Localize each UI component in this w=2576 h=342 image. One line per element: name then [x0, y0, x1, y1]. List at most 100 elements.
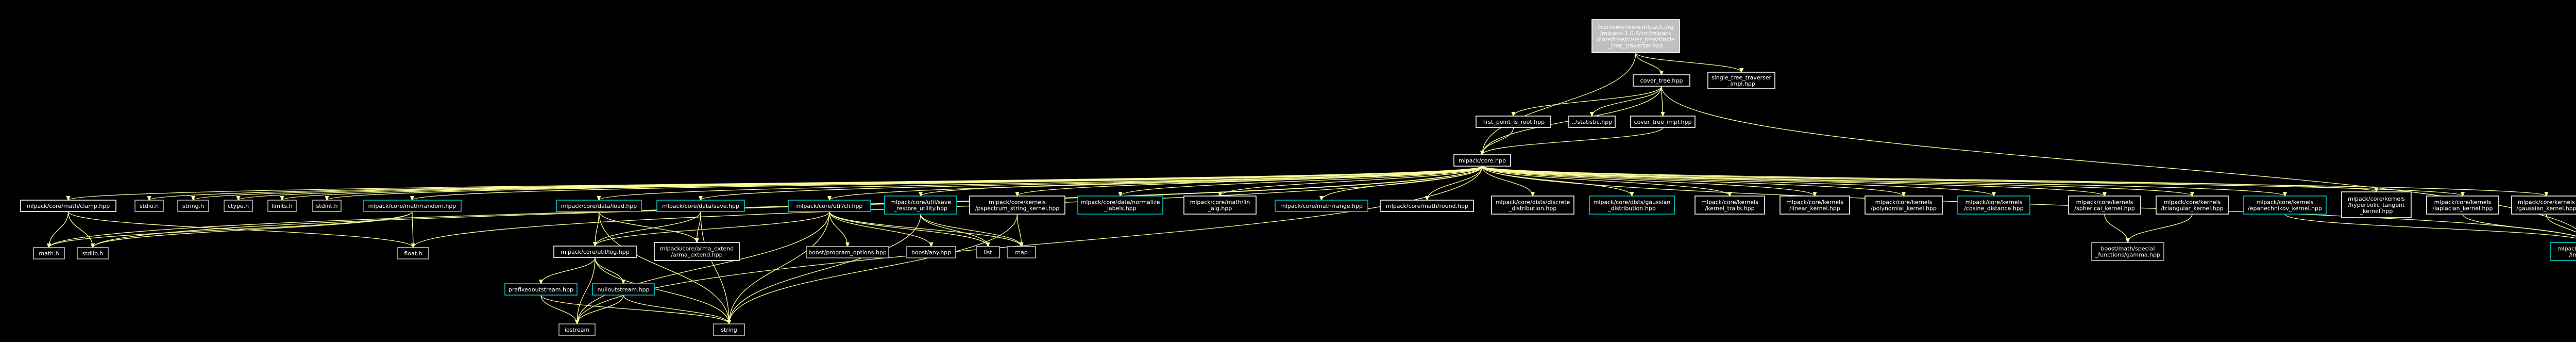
node-data-load[interactable]: mlpack/core/data/load.hpp: [556, 200, 642, 212]
node-label: _distribution.hpp: [1509, 205, 1557, 212]
node-prefixedoutstream[interactable]: prefixedoutstream.hpp: [504, 283, 578, 296]
edge-spherical_kernel-to-gamma: [2104, 214, 2128, 242]
edge-math_clamp-to-math_h: [49, 211, 69, 248]
node-cover-tree[interactable]: cover_tree.hpp: [1633, 74, 1690, 87]
node-first-point[interactable]: first_point_is_root.hpp: [1476, 116, 1551, 128]
node-save-restore[interactable]: mlpack/core/util/save_restore_utility.hp…: [884, 196, 957, 215]
edge-util_log-to-iostream: [577, 257, 596, 324]
node-label: _impl.hpp: [1727, 80, 1755, 87]
node-math-round[interactable]: mlpack/core/math/round.hpp: [1380, 200, 1474, 212]
node-cover-tree-impl[interactable]: cover_tree_impl.hpp: [1630, 116, 1696, 128]
edge-core-to-lin_alg: [1220, 166, 1483, 196]
node-box: [33, 247, 65, 259]
node-program-options[interactable]: boost/program_options.hpp: [806, 246, 889, 258]
node-statistic[interactable]: ../statistic.hpp: [1568, 116, 1616, 128]
edge-core-to-data_load: [599, 166, 1483, 200]
node-map[interactable]: map: [1007, 246, 1036, 258]
node-label: /arma_extend.hpp: [671, 252, 722, 258]
node-box: [556, 200, 642, 212]
edge-cover_tree-to-first_point: [1514, 86, 1662, 116]
node-box: [1957, 196, 2030, 215]
node-math-clamp[interactable]: mlpack/core/math/clamp.hpp: [20, 200, 116, 212]
edge-util_cli-to-map: [829, 211, 1022, 247]
node-kernel-traits[interactable]: mlpack/core/kernels/kernel_traits.hpp: [1694, 196, 1765, 215]
edge-root-to-single_tree_impl: [1635, 52, 1741, 72]
node-limits[interactable]: limits.h: [267, 200, 297, 212]
node-label: ../statistic.hpp: [1572, 119, 1612, 125]
node-spherical-kernel[interactable]: mlpack/core/kernels/spherical_kernel.hpp: [2068, 196, 2141, 215]
node-gaussian-dist[interactable]: mlpack/core/dists/gaussian_distribution.…: [1589, 196, 1675, 215]
node-cosine-distance[interactable]: mlpack/core/kernels/cosine_distance.hpp: [1957, 196, 2030, 215]
edge-core-to-normalize_labels: [1121, 166, 1483, 196]
node-math-random[interactable]: mlpack/core/math/random.hpp: [363, 200, 462, 212]
node-stdlib[interactable]: stdlib.h: [77, 247, 109, 259]
node-box: [1707, 72, 1775, 89]
edges-layer: [49, 52, 2576, 324]
node-laplacian[interactable]: mlpack/core/kernels/laplacian_kernel.hpp: [2426, 196, 2499, 215]
node-util-cli[interactable]: mlpack/core/util/cli.hpp: [788, 200, 871, 212]
edge-core-to-save_restore: [921, 166, 1483, 196]
node-label: mlpack/core/dists/gaussian: [1594, 199, 1671, 206]
node-string[interactable]: string: [713, 323, 745, 336]
node-lmetric[interactable]: mlpack/core/metrics/lmetric.hpp: [2550, 242, 2576, 261]
node-lin-alg[interactable]: mlpack/core/math/lin_alg.hpp: [1183, 196, 1257, 215]
node-boost-any[interactable]: boost/any.hpp: [906, 246, 956, 258]
node-triangular-kernel[interactable]: mlpack/core/kernels/triangular_kernel.hp…: [2156, 196, 2229, 215]
node-hyperbolic[interactable]: mlpack/core/kernels/hyperbolic_tangent_k…: [2341, 191, 2412, 218]
node-box: [1694, 196, 1765, 215]
node-label: /lmetric.hpp: [2569, 252, 2576, 258]
node-label: single_tree_traverser: [1711, 74, 1772, 81]
node-label: iostream: [565, 327, 589, 333]
node-box: [1183, 196, 1257, 215]
node-label: nulloutstream.hpp: [597, 286, 649, 293]
node-label: mlpack/core/kernels: [2164, 199, 2221, 206]
node-arma-extend[interactable]: mlpack/core/arma_extend/arma_extend.hpp: [654, 242, 740, 261]
node-label: mlpack/core/math/lin: [1190, 199, 1250, 206]
node-list[interactable]: list: [976, 246, 1000, 258]
node-ctype[interactable]: ctype.h: [224, 200, 253, 212]
node-discrete-dist[interactable]: mlpack/core/dists/discrete_distribution.…: [1491, 196, 1574, 215]
node-pspectrum[interactable]: mlpack/core/kernels/pspectrum_string_ker…: [969, 196, 1065, 215]
node-math-h[interactable]: math.h: [33, 247, 65, 259]
node-gaussian-kernel[interactable]: mlpack/core/kernels/gaussian_kernel.hpp: [2511, 196, 2576, 215]
edge-math_random-to-math_h: [49, 211, 413, 248]
node-box: [1077, 196, 1163, 215]
node-math-range[interactable]: mlpack/core/math/range.hpp: [1275, 200, 1368, 212]
node-label: /polynomial_kernel.hpp: [1871, 205, 1937, 212]
node-string-h[interactable]: string.h: [177, 200, 209, 212]
edge-save_restore-to-map: [920, 214, 1022, 247]
node-stdio[interactable]: stdio.h: [134, 200, 164, 212]
node-box: [969, 196, 1065, 215]
node-polynomial-kernel[interactable]: mlpack/core/kernels/polynomial_kernel.hp…: [1865, 196, 1943, 215]
node-label: /gaussian_kernel.hpp: [2516, 205, 2576, 212]
node-label: boost/any.hpp: [911, 249, 951, 256]
node-label: float.h: [404, 250, 422, 257]
edge-cover_tree-to-statistic: [1592, 86, 1662, 116]
edge-nulloutstream-to-string: [623, 295, 729, 324]
node-float-h[interactable]: float.h: [397, 247, 429, 259]
node-stdint[interactable]: stdint.h: [312, 200, 342, 212]
node-util-log[interactable]: mlpack/core/util/log.hpp: [553, 246, 637, 258]
node-nulloutstream[interactable]: nulloutstream.hpp: [592, 283, 655, 296]
node-label: mlpack/core/util/log.hpp: [561, 249, 629, 255]
node-normalize-labels[interactable]: mlpack/core/data/normalize_labels.hpp: [1077, 196, 1163, 215]
node-linear-kernel[interactable]: mlpack/core/kernels/linear_kernel.hpp: [1780, 196, 1850, 215]
edge-core-to-pspectrum: [1018, 166, 1483, 196]
edge-root-to-cover_tree: [1635, 52, 1662, 75]
edge-first_point-to-core: [1482, 127, 1514, 155]
node-data-save[interactable]: mlpack/core/data/save.hpp: [656, 200, 745, 212]
edge-util_cli-to-boost_any: [829, 211, 931, 247]
node-core[interactable]: mlpack/core.hpp: [1453, 154, 1511, 167]
node-label: mlpack/core/math/random.hpp: [368, 203, 456, 209]
node-single-tree-impl[interactable]: single_tree_traverser_impl.hpp: [1707, 72, 1775, 89]
node-root[interactable]: /var/www/www.mlpack.org/mlpack-1.0.8/src…: [1591, 19, 1680, 53]
node-label: /spherical_kernel.hpp: [2074, 205, 2134, 212]
node-iostream[interactable]: iostream: [558, 323, 596, 336]
edge-nulloutstream-to-iostream: [577, 295, 624, 324]
node-gamma[interactable]: boost/math/special_functions/gamma.hpp: [2091, 242, 2164, 261]
edge-root-to-core: [1482, 52, 1636, 155]
node-label: _functions/gamma.hpp: [2095, 252, 2160, 258]
node-epanechnikov[interactable]: mlpack/core/kernels/epanechnikov_kernel.…: [2243, 196, 2327, 215]
edge-gaussian_kernel-to-lmetric: [2546, 214, 2576, 233]
